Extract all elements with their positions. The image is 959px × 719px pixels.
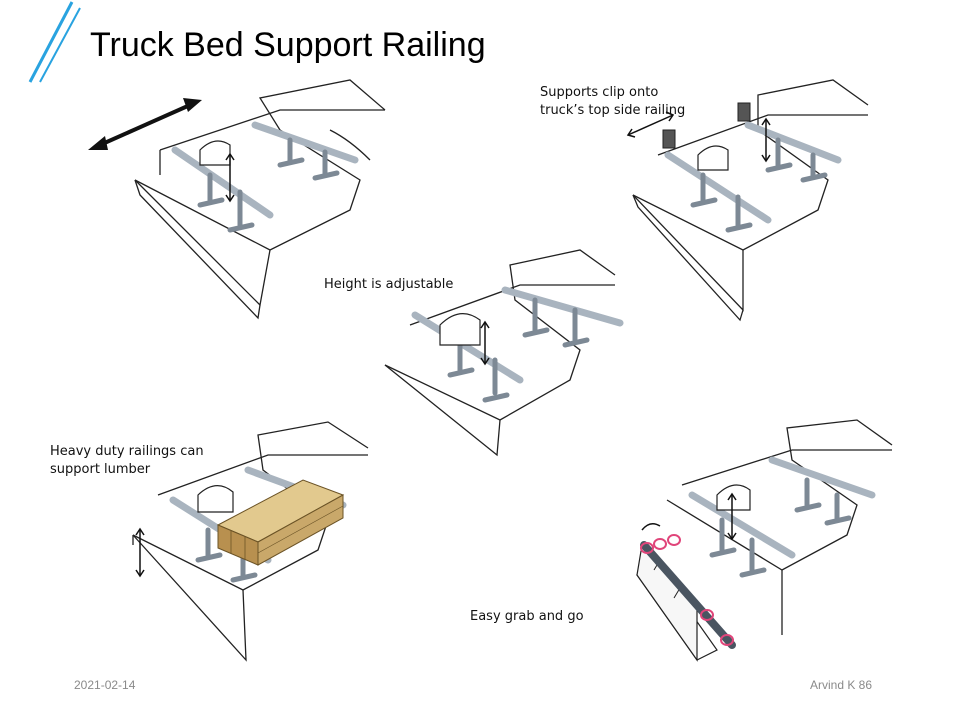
truck-illustration-grab bbox=[636, 419, 893, 662]
lumber-stack bbox=[216, 479, 345, 566]
truck-illustration-height bbox=[384, 249, 624, 457]
slide-title: Truck Bed Support Railing bbox=[90, 26, 486, 64]
truck-illustration-sliding bbox=[88, 79, 386, 320]
truck-illustration-lumber bbox=[132, 421, 369, 662]
caption-lumber: Heavy duty railings can support lumber bbox=[50, 444, 204, 477]
accent-lines bbox=[28, 1, 81, 83]
caption-clip: Supports clip onto truck’s top side rail… bbox=[540, 85, 686, 118]
storage-tray bbox=[636, 543, 718, 662]
truck-illustration-clip bbox=[626, 79, 869, 322]
footer-author: Arvind K 86 bbox=[810, 678, 873, 692]
caption-height: Height is adjustable bbox=[324, 277, 454, 292]
footer-date: 2021-02-14 bbox=[74, 678, 136, 692]
caption-grab: Easy grab and go bbox=[470, 609, 584, 624]
